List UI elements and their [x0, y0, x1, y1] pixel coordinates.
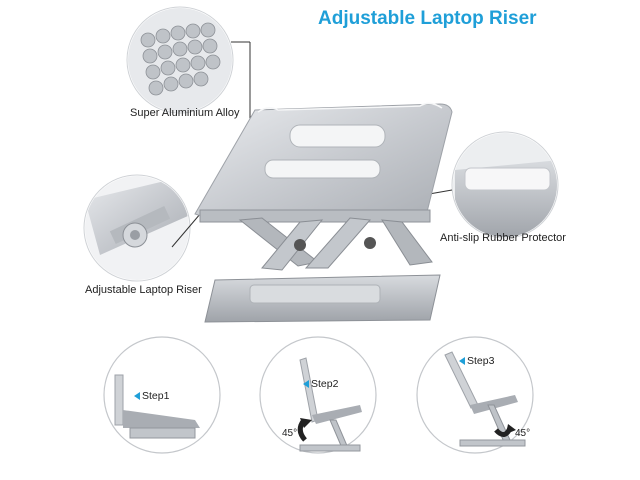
rubber-callout-label: Anti-slip Rubber Protector [440, 232, 566, 244]
riser-callout-label: Adjustable Laptop Riser [85, 284, 202, 296]
step1-label: Step1 [134, 390, 169, 402]
alloy-callout-label: Super Aluminium Alloy [130, 107, 240, 119]
rubber-zoom-circle [451, 131, 559, 239]
hinge-zoom-circle [83, 174, 191, 282]
pointer-icon [134, 392, 140, 400]
step3-label: Step3 [459, 355, 494, 367]
pointer-icon [459, 357, 465, 365]
pointer-icon [303, 380, 309, 388]
step1-circle [103, 336, 221, 454]
step2-angle: 45° [282, 428, 298, 439]
alloy-zoom-circle [126, 6, 234, 114]
step2-circle [259, 336, 377, 454]
laptop-stand [194, 102, 453, 323]
step3-circle [416, 336, 534, 454]
step3-angle: 45° [515, 428, 531, 439]
page-title: Adjustable Laptop Riser [318, 8, 537, 29]
step2-label: Step2 [303, 378, 338, 390]
